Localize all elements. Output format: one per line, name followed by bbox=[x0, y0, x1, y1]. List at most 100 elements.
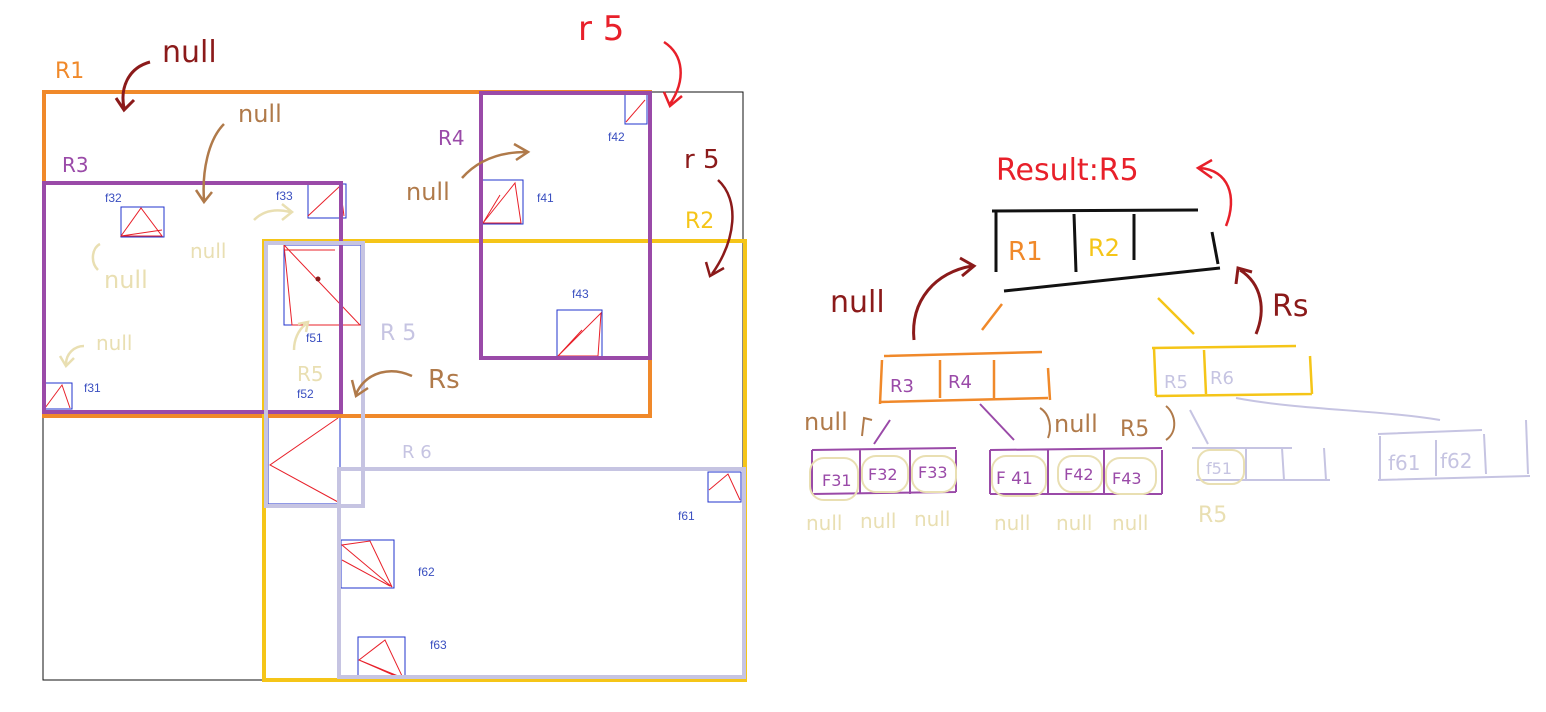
label-f41: f41 bbox=[537, 191, 554, 205]
leaf-object-f63 bbox=[357, 636, 406, 680]
annotation-rs-brown: Rs bbox=[428, 365, 460, 395]
arrow-null-top bbox=[114, 60, 151, 113]
leaf-object-f61 bbox=[707, 471, 742, 503]
annotation-null-cream-2: null bbox=[104, 266, 148, 294]
annotation-null-cream-1: null bbox=[190, 239, 226, 263]
tree-leaves-r5: f51 R5 bbox=[1192, 447, 1330, 528]
arrow-null-cream-2 bbox=[91, 242, 101, 271]
tree-leaves-r3: F31 F32 F33 bbox=[809, 447, 957, 501]
tree-leaf-f51: f51 bbox=[1206, 459, 1232, 478]
label-f33: f33 bbox=[276, 189, 293, 203]
annotation-null-brown-2: null bbox=[406, 178, 450, 206]
null-under-f41: null bbox=[994, 511, 1030, 535]
annotation-r5-cream: R5 bbox=[297, 362, 324, 386]
tree-node-r5-r6: R5 R6 bbox=[1151, 344, 1314, 398]
arrow-null-brown-2 bbox=[461, 142, 531, 179]
leaf-object-f41 bbox=[481, 179, 524, 225]
null-under-f32: null bbox=[860, 509, 896, 533]
null-under-f43: null bbox=[1112, 511, 1148, 535]
label-f62: f62 bbox=[418, 565, 435, 579]
arrow-rs-root bbox=[1234, 266, 1263, 335]
arrow-r5-cream bbox=[292, 320, 310, 351]
label-f31: f31 bbox=[84, 381, 101, 395]
arrow-null-root bbox=[912, 256, 977, 341]
arrow-rs-brown bbox=[350, 370, 413, 399]
annotation-r4: R4 bbox=[438, 126, 465, 150]
region-r1 bbox=[42, 90, 652, 418]
leaf-object-f42 bbox=[624, 93, 648, 125]
arrow-r5-mid bbox=[704, 179, 734, 278]
region-r2 bbox=[262, 239, 747, 682]
leaf-object-f31 bbox=[44, 382, 73, 410]
label-f52: f52 bbox=[297, 387, 314, 401]
tree-root-node: R1 R2 bbox=[991, 208, 1221, 293]
annotation-r6-lavender: R 6 bbox=[402, 442, 432, 463]
tree-diagram: Result:R5 R1 R2 null Rs R3 R4 R5 R6 bbox=[804, 153, 1531, 535]
annotation-null-top: null bbox=[162, 35, 217, 70]
annotation-r5-brown: R5 bbox=[1120, 417, 1149, 442]
tree-leaf-f32: F32 bbox=[868, 465, 898, 484]
label-f32: f32 bbox=[105, 191, 122, 205]
region-r5 bbox=[264, 241, 365, 508]
arrow-result bbox=[1195, 158, 1233, 227]
tree-leaf-f62: f62 bbox=[1440, 449, 1473, 473]
leaf-object-f43 bbox=[556, 309, 603, 358]
annotation-null-root: null bbox=[830, 285, 885, 320]
leaf-object-f52 bbox=[267, 415, 341, 505]
tree-node-r6: R6 bbox=[1210, 368, 1234, 389]
null-under-f31: null bbox=[806, 511, 842, 535]
arrow-null-cream-3 bbox=[58, 344, 85, 369]
label-f51: f51 bbox=[306, 331, 323, 345]
edge-root-right bbox=[1157, 297, 1195, 335]
tree-leaf-f41: F 41 bbox=[996, 469, 1033, 489]
label-f43: f43 bbox=[572, 287, 589, 301]
tree-node-r3-r4: R3 R4 bbox=[878, 350, 1052, 405]
label-f63: f63 bbox=[430, 638, 447, 652]
tree-node-r3: R3 bbox=[890, 376, 914, 397]
outer-frame bbox=[42, 91, 744, 681]
edge-r3-leaves bbox=[873, 419, 891, 445]
annotation-null-cream-3: null bbox=[96, 331, 132, 355]
arrow-null-r3 bbox=[861, 416, 873, 437]
arrow-r5-top bbox=[662, 40, 683, 109]
tree-leaves-r6: f61 f62 bbox=[1377, 419, 1531, 481]
edge-r5-leaves bbox=[1189, 409, 1209, 445]
tree-node-r5: R5 bbox=[1164, 372, 1188, 393]
leaf-object-f32 bbox=[120, 206, 165, 238]
annotation-null-r4: null bbox=[1054, 410, 1098, 438]
arrow-null-r4 bbox=[1039, 407, 1051, 439]
region-r4 bbox=[479, 91, 652, 360]
annotation-r3: R3 bbox=[62, 153, 89, 177]
tree-leaf-f43: F43 bbox=[1112, 469, 1142, 488]
null-under-f33: null bbox=[914, 507, 950, 531]
annotation-r1: R1 bbox=[55, 59, 84, 84]
tree-leaf-f31: F31 bbox=[822, 471, 852, 490]
annotation-r5-top: r 5 bbox=[578, 9, 624, 49]
annotation-null-brown-1: null bbox=[238, 100, 282, 128]
tree-leaves-r4: F 41 F42 F43 bbox=[989, 447, 1163, 497]
arrow-null-brown-1 bbox=[194, 123, 225, 205]
tree-root-r2: R2 bbox=[1088, 234, 1120, 262]
tree-root-r1: R1 bbox=[1008, 237, 1043, 267]
leaf-object-f51 bbox=[283, 243, 362, 326]
region-r6 bbox=[337, 467, 746, 679]
arrow-null-cream-1 bbox=[253, 203, 295, 221]
annotation-r2: R2 bbox=[685, 209, 714, 234]
annotation-r5-lavender: R 5 bbox=[380, 321, 416, 346]
edge-r4-leaves bbox=[979, 403, 1015, 441]
label-f61: f61 bbox=[678, 509, 695, 523]
tree-leaf-f61: f61 bbox=[1388, 451, 1421, 475]
region-r3 bbox=[42, 181, 343, 414]
tree-leaf-f33: F33 bbox=[918, 463, 948, 482]
result-label: Result:R5 bbox=[996, 153, 1139, 188]
tree-node-r4: R4 bbox=[948, 372, 972, 393]
null-under-f42: null bbox=[1056, 511, 1092, 535]
annotation-null-r3: null bbox=[804, 408, 848, 436]
tree-rs-right: Rs bbox=[1272, 289, 1308, 324]
edge-root-left bbox=[981, 303, 1003, 331]
arrow-r5-brown bbox=[1165, 405, 1176, 441]
spatial-diagram: f32 f33 f31 f41 f42 f43 f51 f52 f61 f62 … bbox=[42, 9, 747, 682]
edge-r6-leaves bbox=[1235, 397, 1441, 421]
tree-r5-under: R5 bbox=[1198, 503, 1227, 528]
